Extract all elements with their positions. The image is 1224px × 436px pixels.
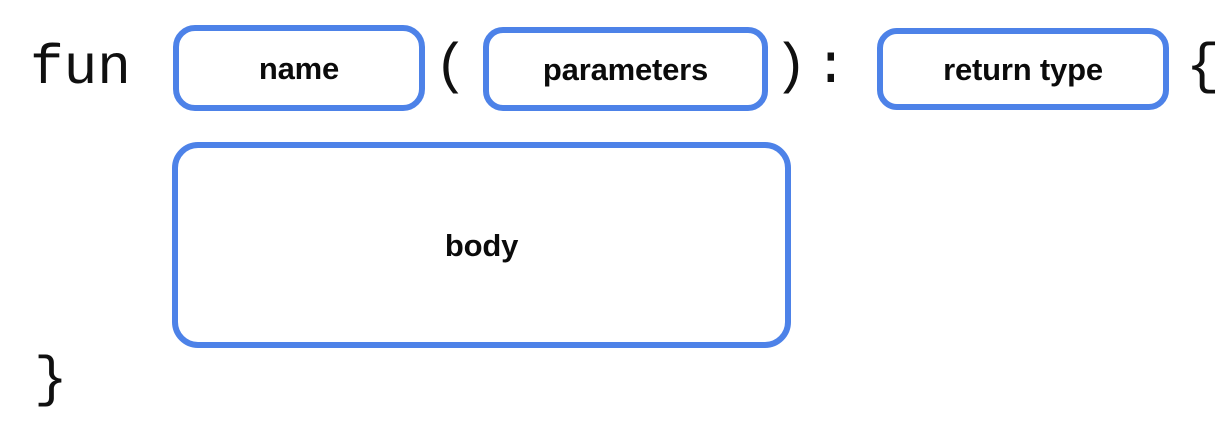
slot-parameters[interactable]: parameters [483, 27, 768, 111]
keyword-fun: fun [30, 36, 131, 100]
colon-token: : [814, 35, 848, 99]
paren-close-token: ) [774, 35, 808, 99]
slot-parameters-label: parameters [542, 51, 709, 87]
slot-return-type-label: return type [943, 51, 1103, 87]
slot-body-label: body [444, 227, 519, 263]
slot-body[interactable]: body [172, 142, 791, 348]
paren-open-token: ( [434, 35, 468, 99]
slot-name-label: name [258, 50, 340, 86]
slot-return-type[interactable]: return type [877, 28, 1169, 110]
slot-name[interactable]: name [173, 25, 425, 111]
brace-close-token: } [34, 348, 68, 412]
brace-open-token: { [1186, 35, 1220, 99]
